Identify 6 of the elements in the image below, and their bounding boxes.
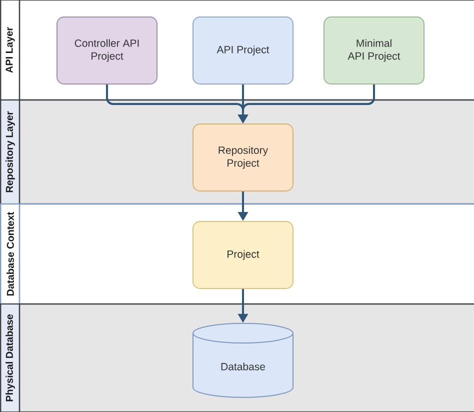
project-box: Repository Project [192, 124, 294, 192]
project-box: API Project [192, 16, 294, 84]
project-box: Project [192, 221, 294, 289]
project-box: Minimal API Project [324, 16, 424, 84]
database-cylinder: Database [192, 322, 294, 398]
project-box: Controller API Project [56, 16, 158, 84]
